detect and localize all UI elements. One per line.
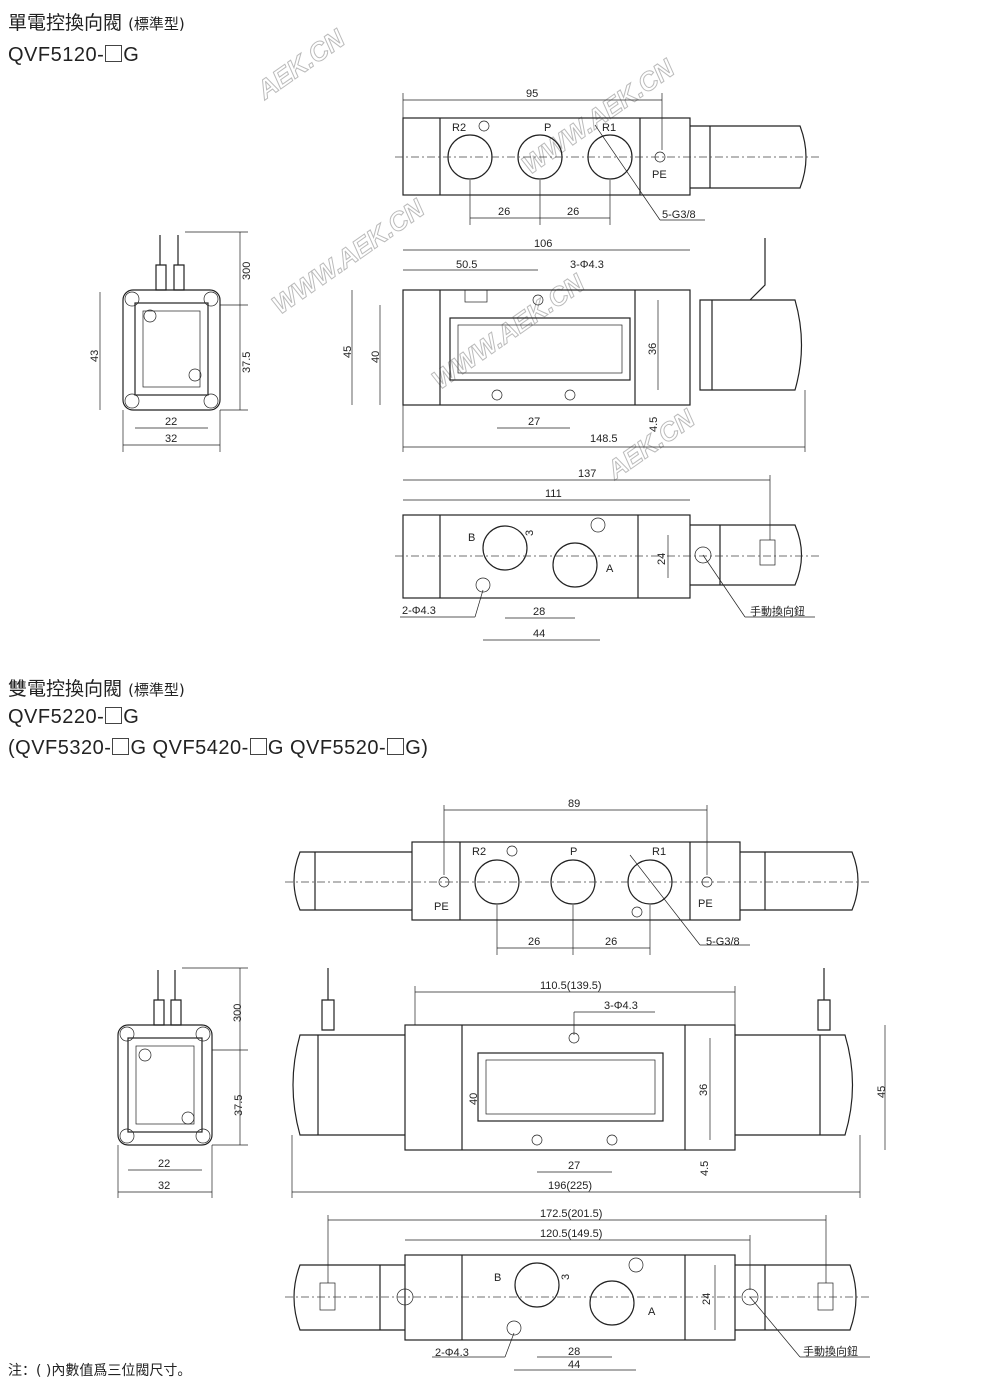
- dim-label: 26: [528, 936, 540, 948]
- port-label: PE: [434, 901, 449, 913]
- dim-label: 106: [534, 238, 552, 250]
- double-title-text: 雙電控換向閥: [8, 678, 123, 700]
- dim-label: 196(225): [548, 1180, 592, 1192]
- dim-label: 44: [568, 1359, 580, 1371]
- dim-label: 300: [232, 1004, 244, 1022]
- port-label: B: [468, 532, 475, 544]
- single-title: 單電控換向閥 (標準型): [8, 8, 185, 35]
- dim-label: 32: [165, 433, 177, 445]
- dim-label: 172.5(201.5): [540, 1208, 602, 1220]
- port-label: P: [570, 846, 577, 858]
- double-side-view: 110.5(139.5) 3-Φ4.3 40 36 45 27 4.5 196(…: [291, 968, 888, 1198]
- double-end-view: 300 37.5 22 32: [117, 967, 248, 1198]
- dim-label: 22: [158, 1158, 170, 1170]
- watermark: WWW.AEK.CN: [516, 52, 680, 180]
- single-title-sub: (標準型): [128, 15, 185, 33]
- single-title-text: 單電控換向閥: [8, 12, 123, 34]
- double-model-suffix: G: [123, 706, 140, 728]
- variant-text: G QVF5520-: [267, 737, 387, 759]
- single-model: QVF5120- G: [8, 44, 139, 67]
- manual-override-label: 手動換向鈕: [803, 1344, 858, 1358]
- dim-label: 4.5: [648, 417, 660, 432]
- dim-label: 3: [560, 1274, 572, 1280]
- double-variants: (QVF5320- G QVF5420- G QVF5520- G): [8, 737, 428, 760]
- dim-label: 111: [545, 488, 562, 500]
- dim-label: 300: [241, 262, 253, 280]
- watermark: WWW.AEK.CN: [266, 192, 430, 320]
- dim-label: 40: [370, 351, 382, 363]
- dim-label: 45: [342, 346, 354, 358]
- port-label: R1: [602, 122, 616, 134]
- double-bottom-view: 172.5(201.5) 120.5(149.5) B A 3 24 28 44…: [285, 1208, 870, 1371]
- placeholder-box: [105, 45, 123, 62]
- single-end-view: 300 43 37.5 22 32: [89, 231, 253, 452]
- dim-label: 24: [701, 1293, 713, 1305]
- dim-label: 27: [528, 416, 540, 428]
- double-model-prefix: QVF5220-: [8, 706, 105, 728]
- watermark: WWW.AEK.CN: [426, 267, 590, 395]
- single-model-suffix: G: [123, 44, 140, 66]
- hole-label: 3-Φ4.3: [604, 1000, 638, 1012]
- dim-label: 26: [498, 206, 510, 218]
- watermark: AEK.CN: [250, 22, 351, 105]
- dim-label: 3: [524, 530, 536, 536]
- dim-label: 28: [568, 1346, 580, 1358]
- port-label: R2: [452, 122, 466, 134]
- double-model: QVF5220- G: [8, 706, 139, 729]
- dim-label: 36: [698, 1084, 710, 1096]
- placeholder-box: [387, 738, 405, 755]
- placeholder-box: [249, 738, 267, 755]
- port-label: A: [648, 1306, 656, 1318]
- port-label: A: [606, 563, 614, 575]
- dim-label: 28: [533, 606, 545, 618]
- dim-label: 36: [647, 343, 659, 355]
- variant-text: (QVF5320-: [8, 737, 112, 759]
- dim-label: 110.5(139.5): [540, 980, 602, 992]
- hole-label: 2-Φ4.3: [435, 1347, 469, 1359]
- double-top-view: 89 R2 P R1 PE PE 26 26 5-G3/8: [285, 798, 870, 955]
- dim-label: 37.5: [233, 1095, 245, 1116]
- double-title-sub: (標準型): [128, 681, 185, 699]
- dim-label: 32: [158, 1180, 170, 1192]
- placeholder-box: [112, 738, 130, 755]
- dim-label: 50.5: [456, 259, 477, 271]
- single-top-view: 95 R2 P R1 PE 26 26 5-G3/8: [395, 88, 820, 225]
- port-label: B: [494, 1272, 501, 1284]
- hole-label: 2-Φ4.3: [402, 605, 436, 617]
- dim-label: 44: [533, 628, 545, 640]
- dim-label: 26: [567, 206, 579, 218]
- dim-label: 22: [165, 416, 177, 428]
- dim-label: 24: [656, 553, 668, 565]
- dim-label: 89: [568, 798, 580, 810]
- variant-text: G): [405, 737, 429, 759]
- placeholder-box: [105, 707, 123, 724]
- dim-label: 37.5: [241, 352, 253, 373]
- dim-label: 95: [526, 88, 538, 100]
- hole-label: 3-Φ4.3: [570, 259, 604, 271]
- double-title: 雙電控換向閥 (標準型): [8, 674, 185, 701]
- port-label: R1: [652, 846, 666, 858]
- variant-text: G QVF5420-: [130, 737, 249, 759]
- thread-label: 5-G3/8: [706, 936, 740, 948]
- footnote: 注：( )內數值爲三位閥尺寸。: [8, 1363, 192, 1379]
- port-label: P: [544, 122, 551, 134]
- manual-override-label: 手動換向鈕: [750, 604, 805, 618]
- single-bottom-view: 137 111 B A 3 24 28 44 2-Φ4.3 手動換向鈕: [395, 468, 820, 641]
- dim-label: 26: [605, 936, 617, 948]
- dim-label: 148.5: [590, 433, 618, 445]
- port-label: R2: [472, 846, 486, 858]
- dim-label: 45: [876, 1086, 888, 1098]
- port-label: PE: [698, 898, 713, 910]
- dim-label: 120.5(149.5): [540, 1228, 602, 1240]
- thread-label: 5-G3/8: [662, 209, 696, 221]
- single-side-view: 106 50.5 3-Φ4.3 45 40 36 27 148.5 4.5: [342, 238, 806, 452]
- dim-label: 27: [568, 1160, 580, 1172]
- single-model-prefix: QVF5120-: [8, 44, 105, 66]
- port-label: PE: [652, 169, 667, 181]
- dim-label: 43: [89, 350, 101, 362]
- dim-label: 40: [468, 1093, 480, 1105]
- dim-label: 137: [578, 468, 596, 480]
- dim-label: 4.5: [699, 1161, 711, 1176]
